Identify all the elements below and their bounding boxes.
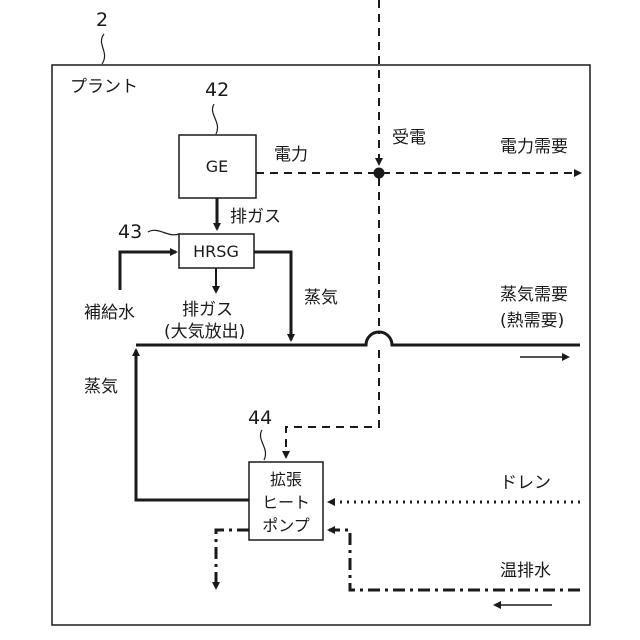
makeup-water-label: 補給水 — [84, 303, 135, 323]
heatpump-steam-line — [136, 350, 249, 500]
ge-ref-number: 42 — [205, 79, 229, 101]
hrsg-leader-line — [148, 230, 179, 235]
received-power-label: 受電 — [392, 128, 426, 148]
heatpump-label-line3: ポンプ — [262, 516, 310, 535]
heatpump-label-line1: 拡張 — [270, 470, 302, 489]
exhaust-note-label: (大気放出) — [164, 322, 245, 342]
power-label: 電力 — [274, 145, 308, 165]
steam-right-label: 蒸気 — [304, 288, 338, 308]
exhaust-gas-bottom-label: 排ガス — [182, 300, 233, 320]
power-junction-dot — [374, 168, 385, 179]
hrsg-steam-line — [254, 252, 291, 340]
figure-leader-line — [101, 34, 104, 64]
power-to-heatpump-line — [286, 178, 379, 457]
makeup-water-line — [120, 252, 176, 290]
ge-label: GE — [206, 157, 229, 176]
plant-label: プラント — [70, 77, 138, 97]
power-demand-label: 電力需要 — [500, 137, 568, 157]
heat-demand-label: (熱需要) — [500, 311, 564, 331]
drain-label: ドレン — [500, 473, 551, 493]
steam-left-label: 蒸気 — [84, 377, 118, 397]
warm-water-line — [329, 530, 580, 590]
heatpump-label-line2: ヒート — [262, 493, 310, 512]
hrsg-ref-number: 43 — [118, 221, 142, 243]
heatpump-ref-number: 44 — [248, 407, 272, 429]
heatpump-leader-line — [260, 430, 265, 460]
warm-drain-label: 温排水 — [500, 561, 551, 581]
hrsg-label: HRSG — [193, 242, 239, 261]
exhaust-gas-top-label: 排ガス — [230, 207, 281, 227]
discharge-line — [216, 530, 249, 588]
steam-demand-label: 蒸気需要 — [500, 285, 568, 305]
figure-number: 2 — [96, 9, 108, 31]
ge-leader-line — [212, 104, 217, 134]
